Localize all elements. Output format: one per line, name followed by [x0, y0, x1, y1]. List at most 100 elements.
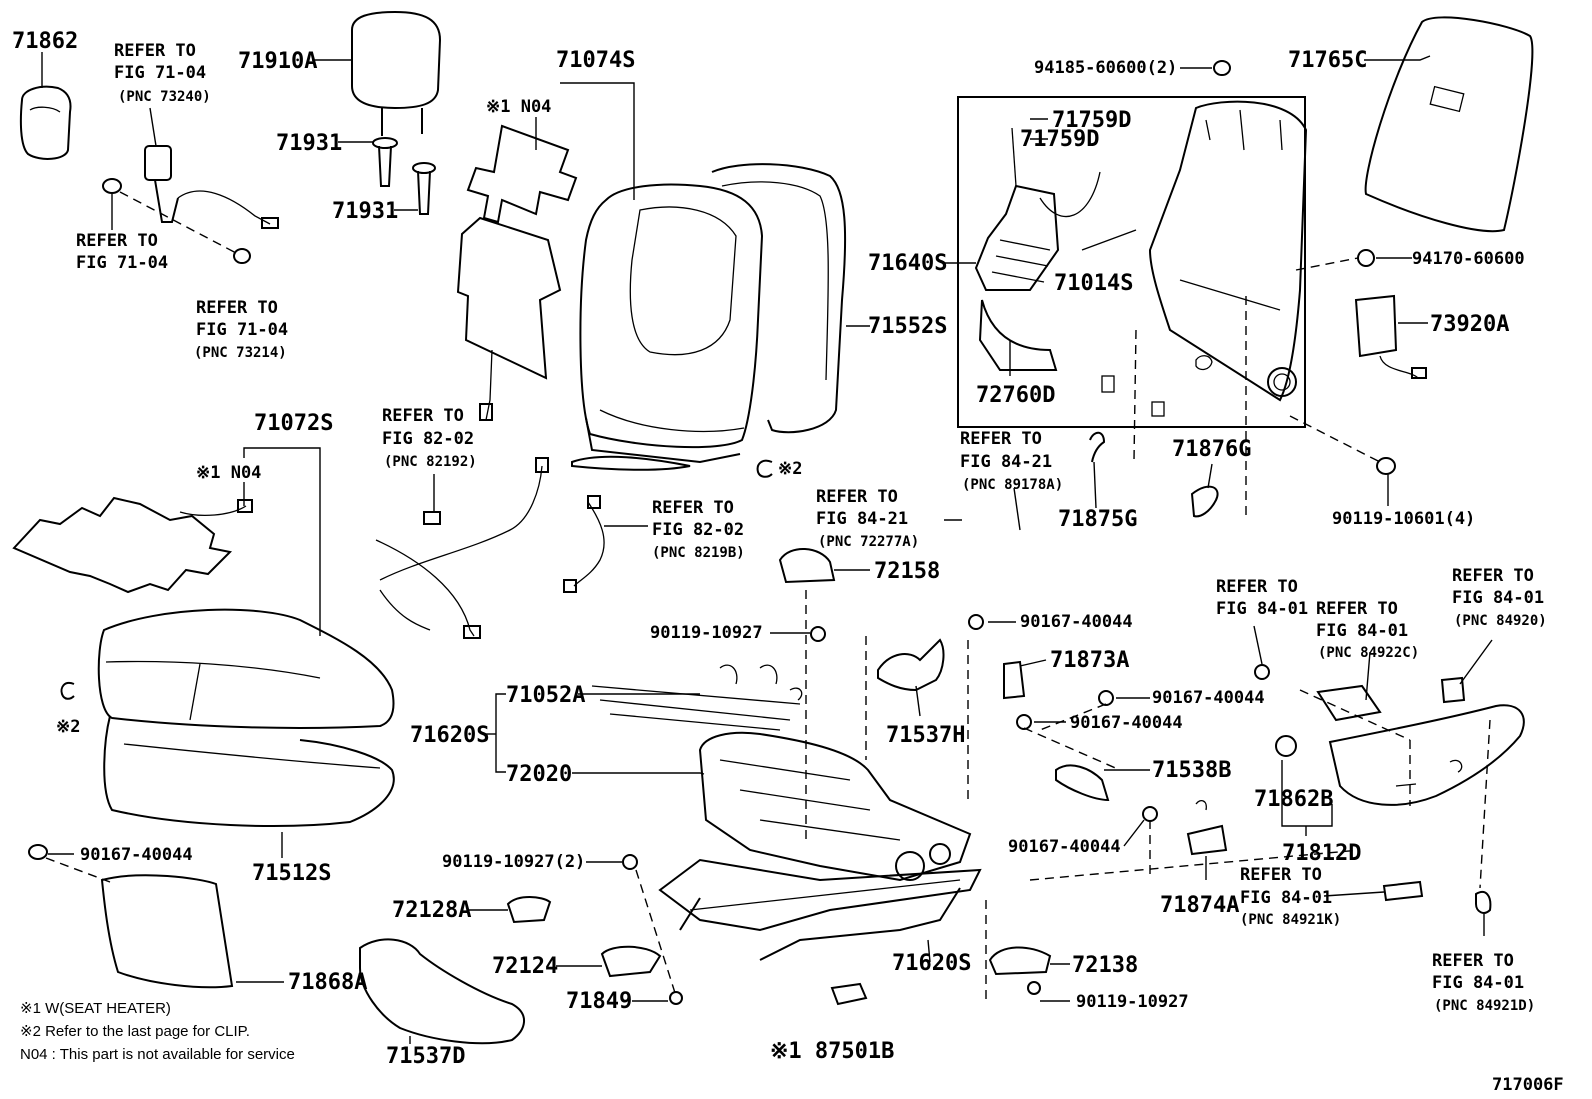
refer-84-01-b-line1: REFER TO	[1316, 599, 1398, 619]
refer-71-04-c-line2: FIG 71-04	[196, 320, 288, 340]
refer-84-01-b-line2: FIG 84-01	[1316, 621, 1408, 641]
refer-82-02-a-line2: FIG 82-02	[382, 429, 474, 449]
seat-frame-drawing	[658, 731, 982, 961]
part-label-94170-60600: 94170-60600	[1412, 249, 1525, 269]
headrest-cover-drawing	[19, 85, 72, 160]
seatback-frame-box	[957, 96, 1306, 428]
refer-84-01-a-line1: REFER TO	[1216, 577, 1298, 597]
refer-84-21-b-line1: REFER TO	[816, 487, 898, 507]
part-label-71512s: 71512S	[252, 861, 331, 886]
refer-71-04-b-line1: REFER TO	[76, 231, 158, 251]
footnotes: ※1 W(SEAT HEATER) ※2 Refer to the last p…	[20, 1000, 295, 1063]
assembly-dashed-lines	[635, 590, 1411, 1000]
part-label-71931-lower: 71931	[332, 199, 398, 224]
refer-71-04-c-line1: REFER TO	[196, 298, 278, 318]
headrest-drawing	[351, 10, 442, 136]
part-number-labels: 71862 71910A 71931 71931 71074S ※1 N04 9…	[12, 29, 1564, 1095]
side-airbag-drawing	[1354, 294, 1427, 379]
back-board-drawing	[1364, 16, 1534, 233]
part-label-90119-10927-b: 90119-10927	[1076, 992, 1189, 1012]
part-label-73920a: 73920A	[1430, 312, 1509, 337]
refer-blocks: REFER TO FIG 71-04 (PNC 73240) REFER TO …	[76, 41, 1547, 1014]
clip-mark-seat: ※2	[56, 717, 80, 737]
belt-buckle-drawing	[102, 145, 279, 264]
part-label-71074s: 71074S	[556, 48, 635, 73]
part-label-87501b: ※1 87501B	[770, 1039, 894, 1064]
part-label-72138: 72138	[1072, 953, 1138, 978]
part-label-71862: 71862	[12, 29, 78, 54]
refer-84-01-a-line2: FIG 84-01	[1216, 599, 1308, 619]
refer-82-02-b-line2: FIG 82-02	[652, 520, 744, 540]
refer-84-21-b-line2: FIG 84-21	[816, 509, 908, 529]
part-label-71759d-a: 71759D	[1052, 108, 1131, 133]
part-label-90167-40044-e: 90167-40044	[1008, 837, 1121, 857]
part-label-71640s: 71640S	[868, 251, 947, 276]
front-cover-drawing	[100, 874, 234, 989]
wire-clips-drawing	[1089, 431, 1219, 518]
refer-82-02-b-line3: (PNC 8219B)	[652, 545, 745, 561]
part-label-90167-40044-a: 90167-40044	[1020, 612, 1133, 632]
side-cover-drawing	[1275, 676, 1525, 914]
outer-shield-drawing	[359, 938, 525, 1045]
seat-heater-mat-drawing	[12, 496, 253, 594]
refer-84-01-b-line3: (PNC 84922C)	[1318, 645, 1419, 661]
part-label-71876g: 71876G	[1172, 437, 1251, 462]
headrest-guides-drawing	[372, 137, 436, 215]
part-label-71072s: 71072S	[254, 411, 333, 436]
part-label-94185-60600: 94185-60600(2)	[1034, 58, 1177, 78]
part-label-72158: 72158	[874, 559, 940, 584]
refer-84-21-a-line2: FIG 84-21	[960, 452, 1052, 472]
seatback-frame-drawing	[1101, 100, 1308, 417]
refer-84-01-c-line1: REFER TO	[1452, 566, 1534, 586]
part-label-n04-seat: ※1 N04	[196, 463, 261, 483]
refer-84-01-d-line3: (PNC 84921K)	[1240, 912, 1341, 928]
seatback-drawing	[571, 163, 847, 471]
part-label-71552s: 71552S	[868, 314, 947, 339]
refer-84-01-d-line2: FIG 84-01	[1240, 888, 1332, 908]
lumbar-assy-drawing	[974, 127, 1101, 371]
refer-84-01-e-line2: FIG 84-01	[1432, 973, 1524, 993]
part-label-71910a: 71910A	[238, 49, 317, 74]
part-label-71537d: 71537D	[386, 1044, 465, 1069]
part-label-71862b: 71862B	[1254, 787, 1333, 812]
part-label-72760d: 72760D	[976, 383, 1055, 408]
refer-84-01-d-line1: REFER TO	[1240, 865, 1322, 885]
part-label-71875g: 71875G	[1058, 507, 1137, 532]
part-label-71765c: 71765C	[1288, 48, 1367, 73]
part-label-90119-10927-a: 90119-10927	[650, 623, 763, 643]
part-label-71537h: 71537H	[886, 723, 965, 748]
refer-84-01-e-line3: (PNC 84921D)	[1434, 998, 1535, 1014]
part-label-90119-10927-2: 90119-10927(2)	[442, 852, 585, 872]
clip-c-drawing-2	[60, 682, 75, 700]
part-label-71873a: 71873A	[1050, 648, 1129, 673]
front-cover-screw-drawing	[28, 844, 48, 860]
part-label-71931-upper: 71931	[276, 131, 342, 156]
refer-82-02-a-line3: (PNC 82192)	[384, 454, 477, 470]
refer-84-21-a-line3: (PNC 89178A)	[962, 477, 1063, 493]
footnote-clip: ※2 Refer to the last page for CLIP.	[20, 1023, 250, 1040]
part-label-71868a: 71868A	[288, 970, 367, 995]
footnote-n04: N04 : This part is not available for ser…	[20, 1046, 295, 1063]
part-label-71538b: 71538B	[1152, 758, 1231, 783]
part-label-72020: 72020	[506, 762, 572, 787]
fasteners-right-drawing	[1133, 60, 1396, 518]
inner-cover-drawing	[877, 638, 945, 692]
refer-71-04-b-line2: FIG 71-04	[76, 253, 168, 273]
figure-code: 717006F	[1492, 1075, 1564, 1095]
part-label-71849: 71849	[566, 989, 632, 1014]
lower-covers-drawing	[506, 614, 1270, 1006]
leader-lines	[41, 52, 1493, 1044]
seat-spring-drawing	[591, 664, 803, 731]
part-label-71620s-b: 71620S	[892, 951, 971, 976]
brackets-drawing	[1003, 660, 1228, 856]
refer-82-02-b-line1: REFER TO	[652, 498, 734, 518]
part-label-90167-40044-d: 90167-40044	[80, 845, 193, 865]
refer-84-01-c-line3: (PNC 84920)	[1454, 613, 1547, 629]
refer-71-04-c-line3: (PNC 73214)	[194, 345, 287, 361]
back-heater-mat-drawing	[456, 124, 578, 421]
part-label-72128a: 72128A	[392, 898, 471, 923]
part-label-n04-back: ※1 N04	[486, 97, 551, 117]
part-label-71052a: 71052A	[506, 683, 585, 708]
seat-cushion-drawing	[97, 608, 395, 827]
